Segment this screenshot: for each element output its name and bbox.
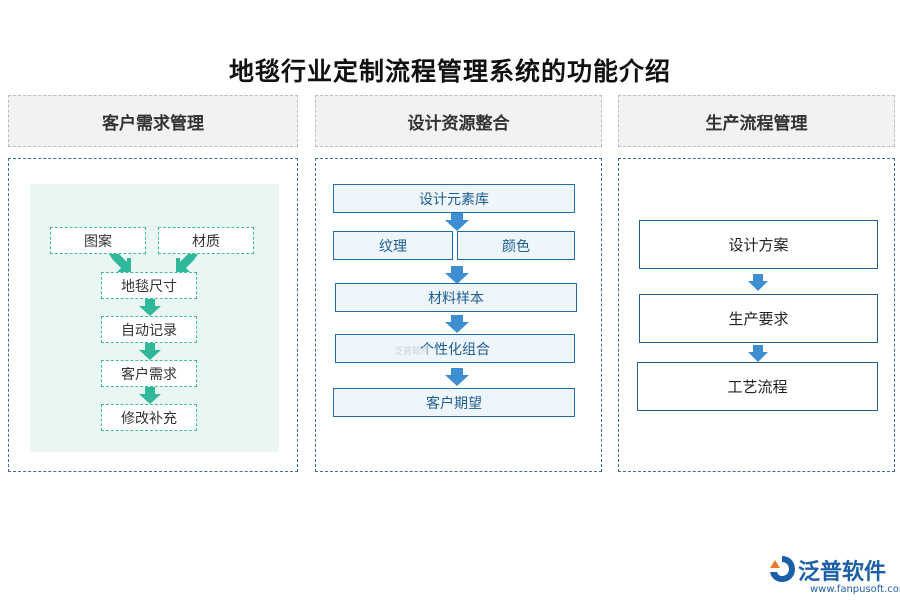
page-title: 地毯行业定制流程管理系统的功能介绍 [228,57,671,86]
arrow-down-blue [748,345,768,362]
arrow-down-blue [445,368,469,386]
node-process-flow: 工艺流程 [637,362,878,411]
brand-logo: 泛普软件 www.fanpusoft.com [768,552,900,596]
column-header-production-process: 生产流程管理 [618,95,895,147]
column-header-customer-demand: 客户需求管理 [8,95,298,147]
arrow-down-green [139,299,161,316]
node-material-sample: 材料样本 [335,283,577,312]
logo-url[interactable]: www.fanpusoft.com [810,584,900,595]
node-color: 颜色 [457,231,575,260]
column-header-design-resources: 设计资源整合 [315,95,602,147]
node-personalized-combination: 个性化组合 [335,334,575,363]
arrow-down-blue [445,213,469,231]
node-carpet-size: 地毯尺寸 [101,272,197,299]
watermark-text: 泛普软件 [394,347,431,357]
node-customer-demand: 客户需求 [101,360,197,387]
node-modify-supplement: 修改补充 [101,404,197,431]
node-material: 材质 [158,227,254,254]
node-design-plan: 设计方案 [639,220,878,269]
node-pattern: 图案 [50,227,146,254]
logo-mark-icon [770,556,795,582]
node-design-element-library: 设计元素库 [333,184,575,213]
arrow-down-blue [445,315,469,333]
arrow-down-green [139,387,161,404]
node-auto-record: 自动记录 [101,316,197,343]
arrow-down-blue [748,274,768,291]
arrow-pattern-to-size [109,254,131,272]
node-texture: 纹理 [333,231,453,260]
node-production-requirements: 生产要求 [639,294,878,343]
arrow-down-green [139,343,161,360]
logo-name: 泛普软件 [798,560,887,585]
node-customer-expectation: 客户期望 [333,388,575,417]
arrow-down-blue [445,266,469,284]
arrow-material-to-size [176,254,198,272]
